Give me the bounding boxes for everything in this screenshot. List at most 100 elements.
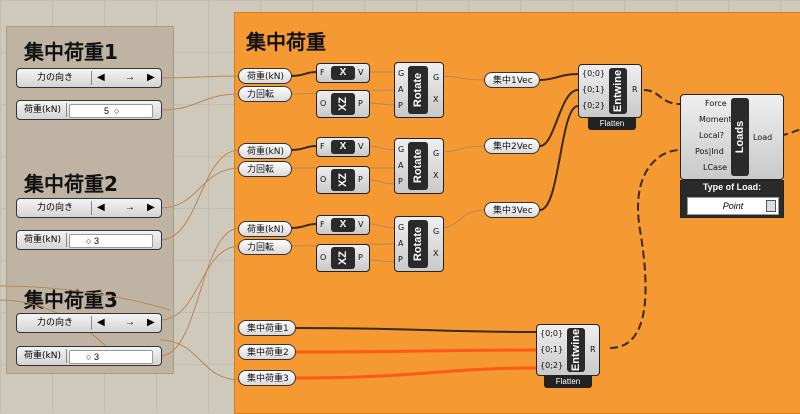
group-title-load1: 集中荷重1 <box>24 40 118 64</box>
port-branch-2[interactable]: {0;2} <box>540 361 564 370</box>
port-branch-1[interactable]: {0;1} <box>540 345 564 354</box>
rotate-component-1[interactable]: G A P Rotate G X <box>394 62 444 118</box>
port-pos-ind[interactable]: Pos|Ind <box>695 147 724 156</box>
relay-rotate-1[interactable]: 力回転 <box>238 86 292 102</box>
group-title-main: 集中荷重 <box>246 30 326 54</box>
slider-value: 3 <box>94 352 100 362</box>
slider-track[interactable]: ○ 3 <box>69 234 153 248</box>
port-load-out[interactable]: Load <box>753 133 773 142</box>
relay-load-2[interactable]: 荷重(kN) <box>238 143 292 159</box>
relay-cl-1[interactable]: 集中荷重1 <box>238 320 296 336</box>
port-g-out[interactable]: G <box>433 227 440 236</box>
group-title-load2: 集中荷重2 <box>24 172 118 196</box>
port-p[interactable]: P <box>398 255 403 264</box>
relay-rotate-3[interactable]: 力回転 <box>238 239 292 255</box>
unit-x-core: X <box>331 218 355 232</box>
port-lcase[interactable]: LCase <box>703 163 728 172</box>
arrow-right-icon[interactable]: ▶ <box>147 202 155 213</box>
port-a[interactable]: A <box>398 239 404 248</box>
port-g-out[interactable]: G <box>433 73 440 82</box>
wire <box>439 75 485 81</box>
unit-x-component-2[interactable]: F X V <box>316 137 370 157</box>
relay-cl-3[interactable]: 集中荷重3 <box>238 370 296 386</box>
port-r-out[interactable]: R <box>590 345 596 354</box>
load-type-dropdown[interactable]: Point <box>687 197 779 215</box>
port-f[interactable]: F <box>320 220 325 229</box>
relay-cl-2[interactable]: 集中荷重2 <box>238 344 296 360</box>
slider-knob-icon[interactable]: ○ <box>86 236 92 246</box>
relay-vec-3[interactable]: 集中3Vec <box>484 202 540 218</box>
port-branch-2[interactable]: {0;2} <box>582 101 606 110</box>
port-p[interactable]: P <box>398 101 403 110</box>
relay-load-1[interactable]: 荷重(kN) <box>238 68 292 84</box>
port-g-out[interactable]: G <box>433 149 440 158</box>
port-g[interactable]: G <box>398 223 405 232</box>
entwine-component-1[interactable]: {0;0} {0;1} {0;2} Entwine R <box>578 64 642 118</box>
port-o[interactable]: O <box>320 99 327 108</box>
arrow-left-icon[interactable]: ◀ <box>97 72 105 83</box>
xz-plane-component-2[interactable]: O XZ P <box>316 166 370 194</box>
port-v[interactable]: V <box>358 142 364 151</box>
slider-knob-icon[interactable]: ○ <box>114 106 120 116</box>
port-x-out[interactable]: X <box>433 171 439 180</box>
port-x-out[interactable]: X <box>433 95 439 104</box>
port-g[interactable]: G <box>398 145 405 154</box>
relay-vec-2[interactable]: 集中2Vec <box>484 138 540 154</box>
port-f[interactable]: F <box>320 68 325 77</box>
unit-x-component-1[interactable]: F X V <box>316 63 370 83</box>
relay-rotate-2[interactable]: 力回転 <box>238 161 292 177</box>
entwine-component-2[interactable]: {0;0} {0;1} {0;2} Entwine R <box>536 324 600 376</box>
relay-load-3[interactable]: 荷重(kN) <box>238 221 292 237</box>
port-p[interactable]: P <box>398 177 403 186</box>
load-slider-3[interactable]: 荷重(kN) ○ 3 <box>16 346 162 366</box>
wire <box>159 245 241 321</box>
port-branch-0[interactable]: {0;0} <box>582 69 606 78</box>
port-x-out[interactable]: X <box>433 249 439 258</box>
relay-vec-1[interactable]: 集中1Vec <box>484 72 540 88</box>
slider-track[interactable]: 5 ○ <box>69 104 153 118</box>
port-v[interactable]: V <box>358 220 364 229</box>
slider-track[interactable]: ○ 3 <box>69 350 153 364</box>
slider-knob-icon[interactable]: ○ <box>86 352 92 362</box>
rotate-component-3[interactable]: G A P Rotate G X <box>394 216 444 272</box>
port-moment[interactable]: Moment <box>699 115 732 124</box>
port-o[interactable]: O <box>320 175 327 184</box>
arrow-right-icon[interactable]: ▶ <box>147 72 155 83</box>
port-p[interactable]: P <box>358 175 363 184</box>
port-v[interactable]: V <box>358 68 364 77</box>
port-branch-0[interactable]: {0;0} <box>540 329 564 338</box>
port-o[interactable]: O <box>320 253 327 262</box>
port-force[interactable]: Force <box>705 99 727 108</box>
arrow-left-icon[interactable]: ◀ <box>97 202 105 213</box>
direction-selector-3[interactable]: 力の向き ◀ → ▶ <box>16 313 162 333</box>
port-p[interactable]: P <box>358 253 363 262</box>
load-slider-2[interactable]: 荷重(kN) ○ 3 <box>16 230 162 250</box>
slider-value: 5 <box>104 106 110 116</box>
dropdown-button-icon[interactable] <box>766 200 776 212</box>
arrow-right-icon[interactable]: ▶ <box>147 317 155 328</box>
wire <box>369 223 397 229</box>
wire <box>295 366 537 380</box>
wire <box>439 209 485 229</box>
port-a[interactable]: A <box>398 161 404 170</box>
wire <box>159 149 241 241</box>
direction-selector-1[interactable]: 力の向き ◀ → ▶ <box>16 68 162 88</box>
slider-label: 荷重(kN) <box>19 103 67 117</box>
port-local[interactable]: Local? <box>699 131 724 140</box>
direction-selector-2[interactable]: 力の向き ◀ → ▶ <box>16 198 162 218</box>
port-a[interactable]: A <box>398 85 404 94</box>
wire <box>369 259 397 263</box>
arrow-left-icon[interactable]: ◀ <box>97 317 105 328</box>
xz-plane-component-1[interactable]: O XZ P <box>316 90 370 118</box>
unit-x-component-3[interactable]: F X V <box>316 215 370 235</box>
port-r-out[interactable]: R <box>632 85 638 94</box>
loads-component[interactable]: Force Moment Local? Pos|Ind LCase LoadLo… <box>680 94 784 180</box>
rotate-component-2[interactable]: G A P Rotate G X <box>394 138 444 194</box>
port-p[interactable]: P <box>358 99 363 108</box>
load-slider-1[interactable]: 荷重(kN) 5 ○ <box>16 100 162 120</box>
port-branch-1[interactable]: {0;1} <box>582 85 606 94</box>
port-f[interactable]: F <box>320 142 325 151</box>
port-g[interactable]: G <box>398 69 405 78</box>
xz-plane-component-3[interactable]: O XZ P <box>316 244 370 272</box>
